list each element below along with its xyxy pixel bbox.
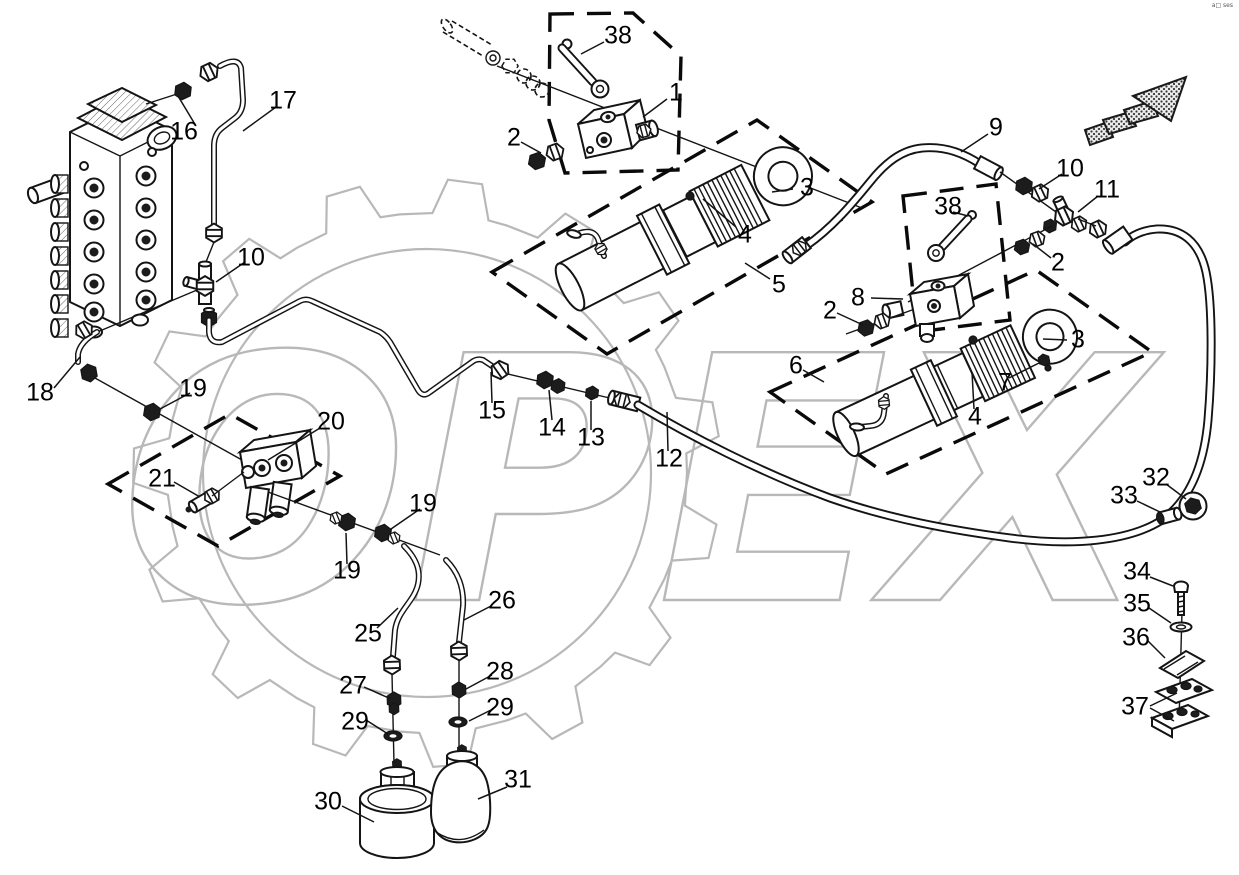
solenoid-valve-20: [236, 428, 318, 525]
part-callout-9: 9: [989, 113, 1003, 142]
part-callout-2c: 2: [823, 296, 837, 325]
pipe-17-assembly: [145, 61, 243, 263]
part-callout-18: 18: [26, 378, 54, 407]
callout-leaders: [53, 41, 1187, 823]
part-callout-20: 20: [317, 407, 345, 436]
elbow-port-cylinder-2: [849, 396, 890, 432]
dashed-box-1: [547, 11, 683, 175]
tee-fitting-11: [1040, 195, 1089, 235]
part-callout-17: 17: [269, 86, 297, 115]
pipe-15-assembly: [209, 300, 642, 413]
part-callout-5: 5: [772, 270, 786, 299]
fitting-2-left-of-valve-8: [845, 309, 913, 339]
hose-9: [781, 148, 1057, 265]
part-callout-10: 10: [237, 243, 265, 272]
plug-33: [1155, 506, 1183, 526]
part-callout-19b: 19: [409, 489, 437, 518]
part-callout-15: 15: [478, 396, 506, 425]
part-callout-36: 36: [1122, 623, 1150, 652]
part-callout-8: 8: [851, 283, 865, 312]
washer-35: [1169, 621, 1193, 633]
dashed-box-5: [488, 117, 876, 357]
part-callout-32: 32: [1142, 463, 1170, 492]
part-callout-27: 27: [339, 671, 367, 700]
part-callout-13: 13: [577, 423, 605, 452]
part-callout-1: 1: [669, 78, 683, 107]
dashed-box-8: [901, 182, 1012, 334]
part-callout-30: 30: [314, 787, 342, 816]
part-callout-29b: 29: [486, 693, 514, 722]
part-callout-21: 21: [148, 464, 176, 493]
corner-print-mark: a□ ses: [1211, 2, 1233, 9]
plate-36: [1158, 649, 1206, 680]
valve-ports-left-column: [83, 177, 105, 323]
part-callout-31: 31: [504, 765, 532, 794]
part-callout-12: 12: [655, 444, 683, 473]
lever-38-top: [557, 38, 610, 99]
clamp-half-37-lower: [1149, 703, 1211, 739]
elbow-port-cylinder-1: [566, 229, 608, 257]
valve-caps-left-edge: [50, 174, 69, 338]
accumulator-31: [429, 744, 492, 844]
part-callout-28: 28: [486, 657, 514, 686]
screw-7: [1035, 352, 1053, 372]
accumulator-feed-lines: [267, 491, 467, 765]
part-callout-19c: 19: [333, 556, 361, 585]
part-callout-10b: 10: [1056, 154, 1084, 183]
part-callout-6: 6: [789, 351, 803, 380]
part-callout-38: 38: [604, 21, 632, 50]
part-callout-4b: 4: [968, 402, 982, 431]
part-callout-3b: 3: [1071, 325, 1085, 354]
part-callout-34: 34: [1123, 557, 1151, 586]
part-callout-4: 4: [738, 220, 752, 249]
part-callout-29: 29: [341, 707, 369, 736]
part-callout-33: 33: [1110, 481, 1138, 510]
part-callout-25: 25: [354, 619, 382, 648]
hose-12: [638, 218, 1211, 541]
tee-fitting-10: [182, 260, 213, 305]
direction-arrow-icon: [1083, 75, 1188, 147]
part-callout-7: 7: [998, 368, 1012, 397]
hose-end-12: [607, 389, 642, 413]
accumulator-30: [359, 758, 435, 859]
mounting-parts: [1149, 491, 1215, 739]
part-callout-19: 19: [179, 374, 207, 403]
pipe-18-assembly: [72, 289, 243, 461]
valve-ports-right-column: [135, 165, 157, 311]
hydraulic-cylinder-2: [832, 308, 1078, 458]
lever-38-right: [927, 210, 977, 262]
clamp-bolt-cylinder-2: [968, 335, 978, 345]
part-callout-14: 14: [538, 413, 566, 442]
ghost-hose-end: [440, 18, 550, 98]
part-callout-38b: 38: [934, 192, 962, 221]
part-callout-2b: 2: [1051, 248, 1065, 277]
ball-valve-1: [525, 98, 659, 172]
part-callout-35: 35: [1123, 589, 1151, 618]
part-callout-26: 26: [488, 586, 516, 615]
bolt-34: [1172, 580, 1190, 616]
part-callout-37: 37: [1121, 692, 1149, 721]
part-callout-11: 11: [1094, 175, 1120, 204]
hydraulic-cylinder-1: [554, 146, 813, 312]
part-callout-2: 2: [507, 123, 521, 152]
control-valve-bank: [26, 86, 178, 339]
dashed-box-20: [104, 412, 344, 548]
part-callout-16: 16: [170, 117, 198, 146]
part-callout-3: 3: [800, 173, 814, 202]
clamp-bolt-cylinder-1: [685, 191, 695, 201]
